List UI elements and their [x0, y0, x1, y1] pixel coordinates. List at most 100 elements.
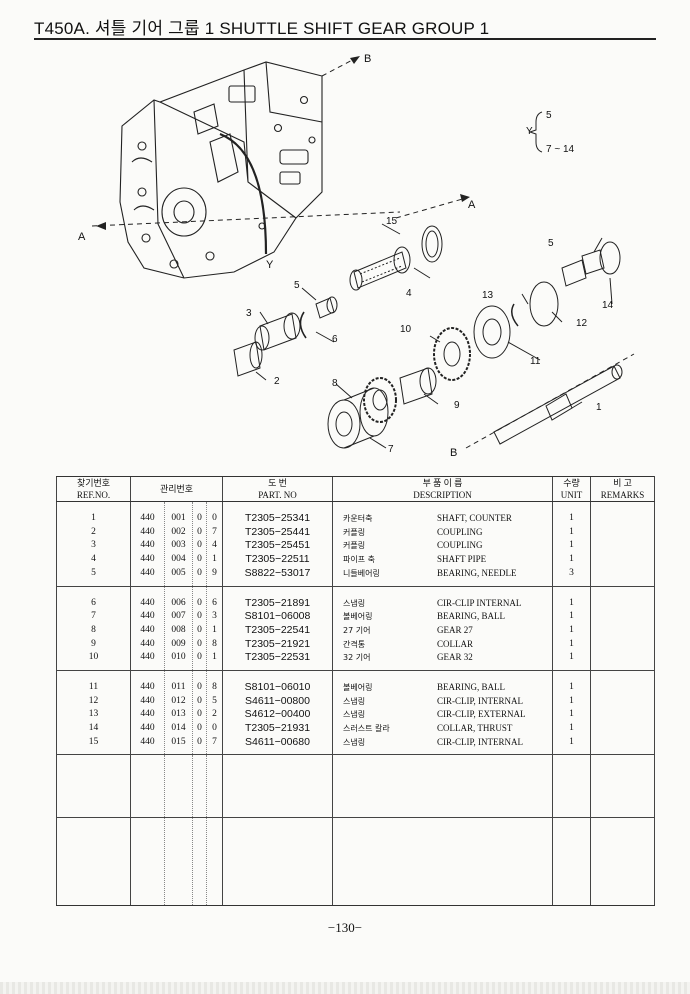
ball-bearing-11 [473, 305, 511, 359]
callout-11: 11 [530, 356, 541, 367]
value-m1: 440 [140, 526, 155, 537]
value-ref: 9 [91, 638, 96, 649]
cell-m3 [192, 754, 207, 818]
desc-eng: COUPLING [437, 526, 483, 537]
view-label-y: Y [266, 259, 274, 271]
desc-eng: BEARING, NEEDLE [437, 567, 517, 578]
callout-4: 4 [406, 288, 412, 299]
value-m4: 7 [212, 526, 217, 537]
value-m1: 440 [140, 638, 155, 649]
desc-kor: 32 기어 [343, 653, 371, 663]
value-m3: 0 [197, 681, 202, 692]
parts-table: 찾기번호 REF.NO. 관리번호 도 번 PART. NO 부 품 이 름 D… [56, 475, 655, 907]
value-part: S4611−00800 [245, 694, 310, 707]
value-m1: 440 [140, 611, 155, 622]
desc-kor: 니들베어링 [343, 568, 380, 578]
cell-m1 [130, 816, 165, 907]
view-label-b-bottom: B [450, 447, 457, 459]
desc-kor: 파이프 축 [343, 555, 375, 565]
value-m2: 014 [171, 722, 186, 733]
value-unit: 1 [569, 624, 574, 635]
value-m1: 440 [140, 567, 155, 578]
cell-desc [332, 754, 553, 818]
header-unit-ko: 수량 [563, 478, 580, 489]
value-unit: 1 [569, 722, 574, 733]
value-ref: 14 [88, 722, 99, 733]
cell-ref [56, 754, 131, 818]
value-ref: 13 [88, 709, 99, 720]
value-unit: 1 [569, 540, 574, 551]
cell-unit [552, 816, 591, 907]
value-ref: 4 [91, 554, 96, 565]
value-m1: 440 [140, 709, 155, 720]
desc-kor: 카운터축 [343, 514, 373, 524]
value-m3: 0 [197, 652, 202, 663]
cell-m4 [206, 754, 223, 818]
header-remarks: 비 고 REMARKS [590, 475, 655, 503]
value-m4: 0 [212, 513, 217, 524]
value-m2: 007 [171, 611, 186, 622]
value-ref: 10 [88, 652, 99, 663]
value-part: T2305−22541 [244, 623, 311, 636]
value-m3: 0 [197, 554, 202, 565]
desc-kor: 스냅링 [343, 598, 366, 608]
passage-curve [219, 132, 268, 255]
header-part: 도 번 PART. NO [222, 475, 333, 503]
value-m4: 2 [212, 709, 217, 720]
value-m1: 440 [140, 652, 155, 663]
desc-kor: 커플링 [343, 541, 366, 551]
callout-10: 10 [400, 324, 412, 335]
value-m2: 010 [171, 652, 186, 663]
desc-kor: 스냅링 [343, 737, 366, 747]
callout-5a: 5 [294, 280, 300, 291]
value-m3: 0 [197, 526, 202, 537]
cell-m1 [130, 754, 165, 818]
value-m2: 008 [171, 624, 186, 635]
header-part-en: PART. NO [258, 490, 297, 501]
desc-kor: 스냅링 [343, 696, 366, 706]
value-ref: 7 [91, 611, 96, 622]
detail-y-top: 5 [546, 110, 552, 121]
value-m1: 440 [140, 695, 155, 706]
cell-m4 [206, 816, 223, 907]
cell-part [222, 816, 333, 907]
desc-kor: 스러스트 칼라 [343, 723, 390, 733]
value-ref: 12 [88, 695, 99, 706]
header-unit: 수량 UNIT [552, 475, 591, 503]
value-part: T2305−25451 [244, 539, 311, 552]
value-part: T2305−21931 [244, 721, 311, 734]
cell-desc [332, 816, 553, 907]
value-m4: 7 [212, 736, 217, 747]
cell-m2 [164, 816, 193, 907]
value-ref: 5 [91, 567, 96, 578]
detail-y-bottom: 7 ~ 14 [546, 144, 575, 155]
value-m1: 440 [140, 736, 155, 747]
desc-kor: 볼베어링 [343, 612, 373, 622]
desc-eng: COLLAR, THRUST [437, 722, 513, 733]
value-m2: 012 [171, 695, 186, 706]
header-desc: 부 품 이 름 DESCRIPTION [332, 475, 553, 503]
value-m1: 440 [140, 540, 155, 551]
value-m2: 009 [171, 638, 186, 649]
value-m1: 440 [140, 624, 155, 635]
value-m4: 8 [212, 638, 217, 649]
view-label-b-top: B [364, 53, 371, 65]
value-ref: 15 [88, 736, 99, 747]
